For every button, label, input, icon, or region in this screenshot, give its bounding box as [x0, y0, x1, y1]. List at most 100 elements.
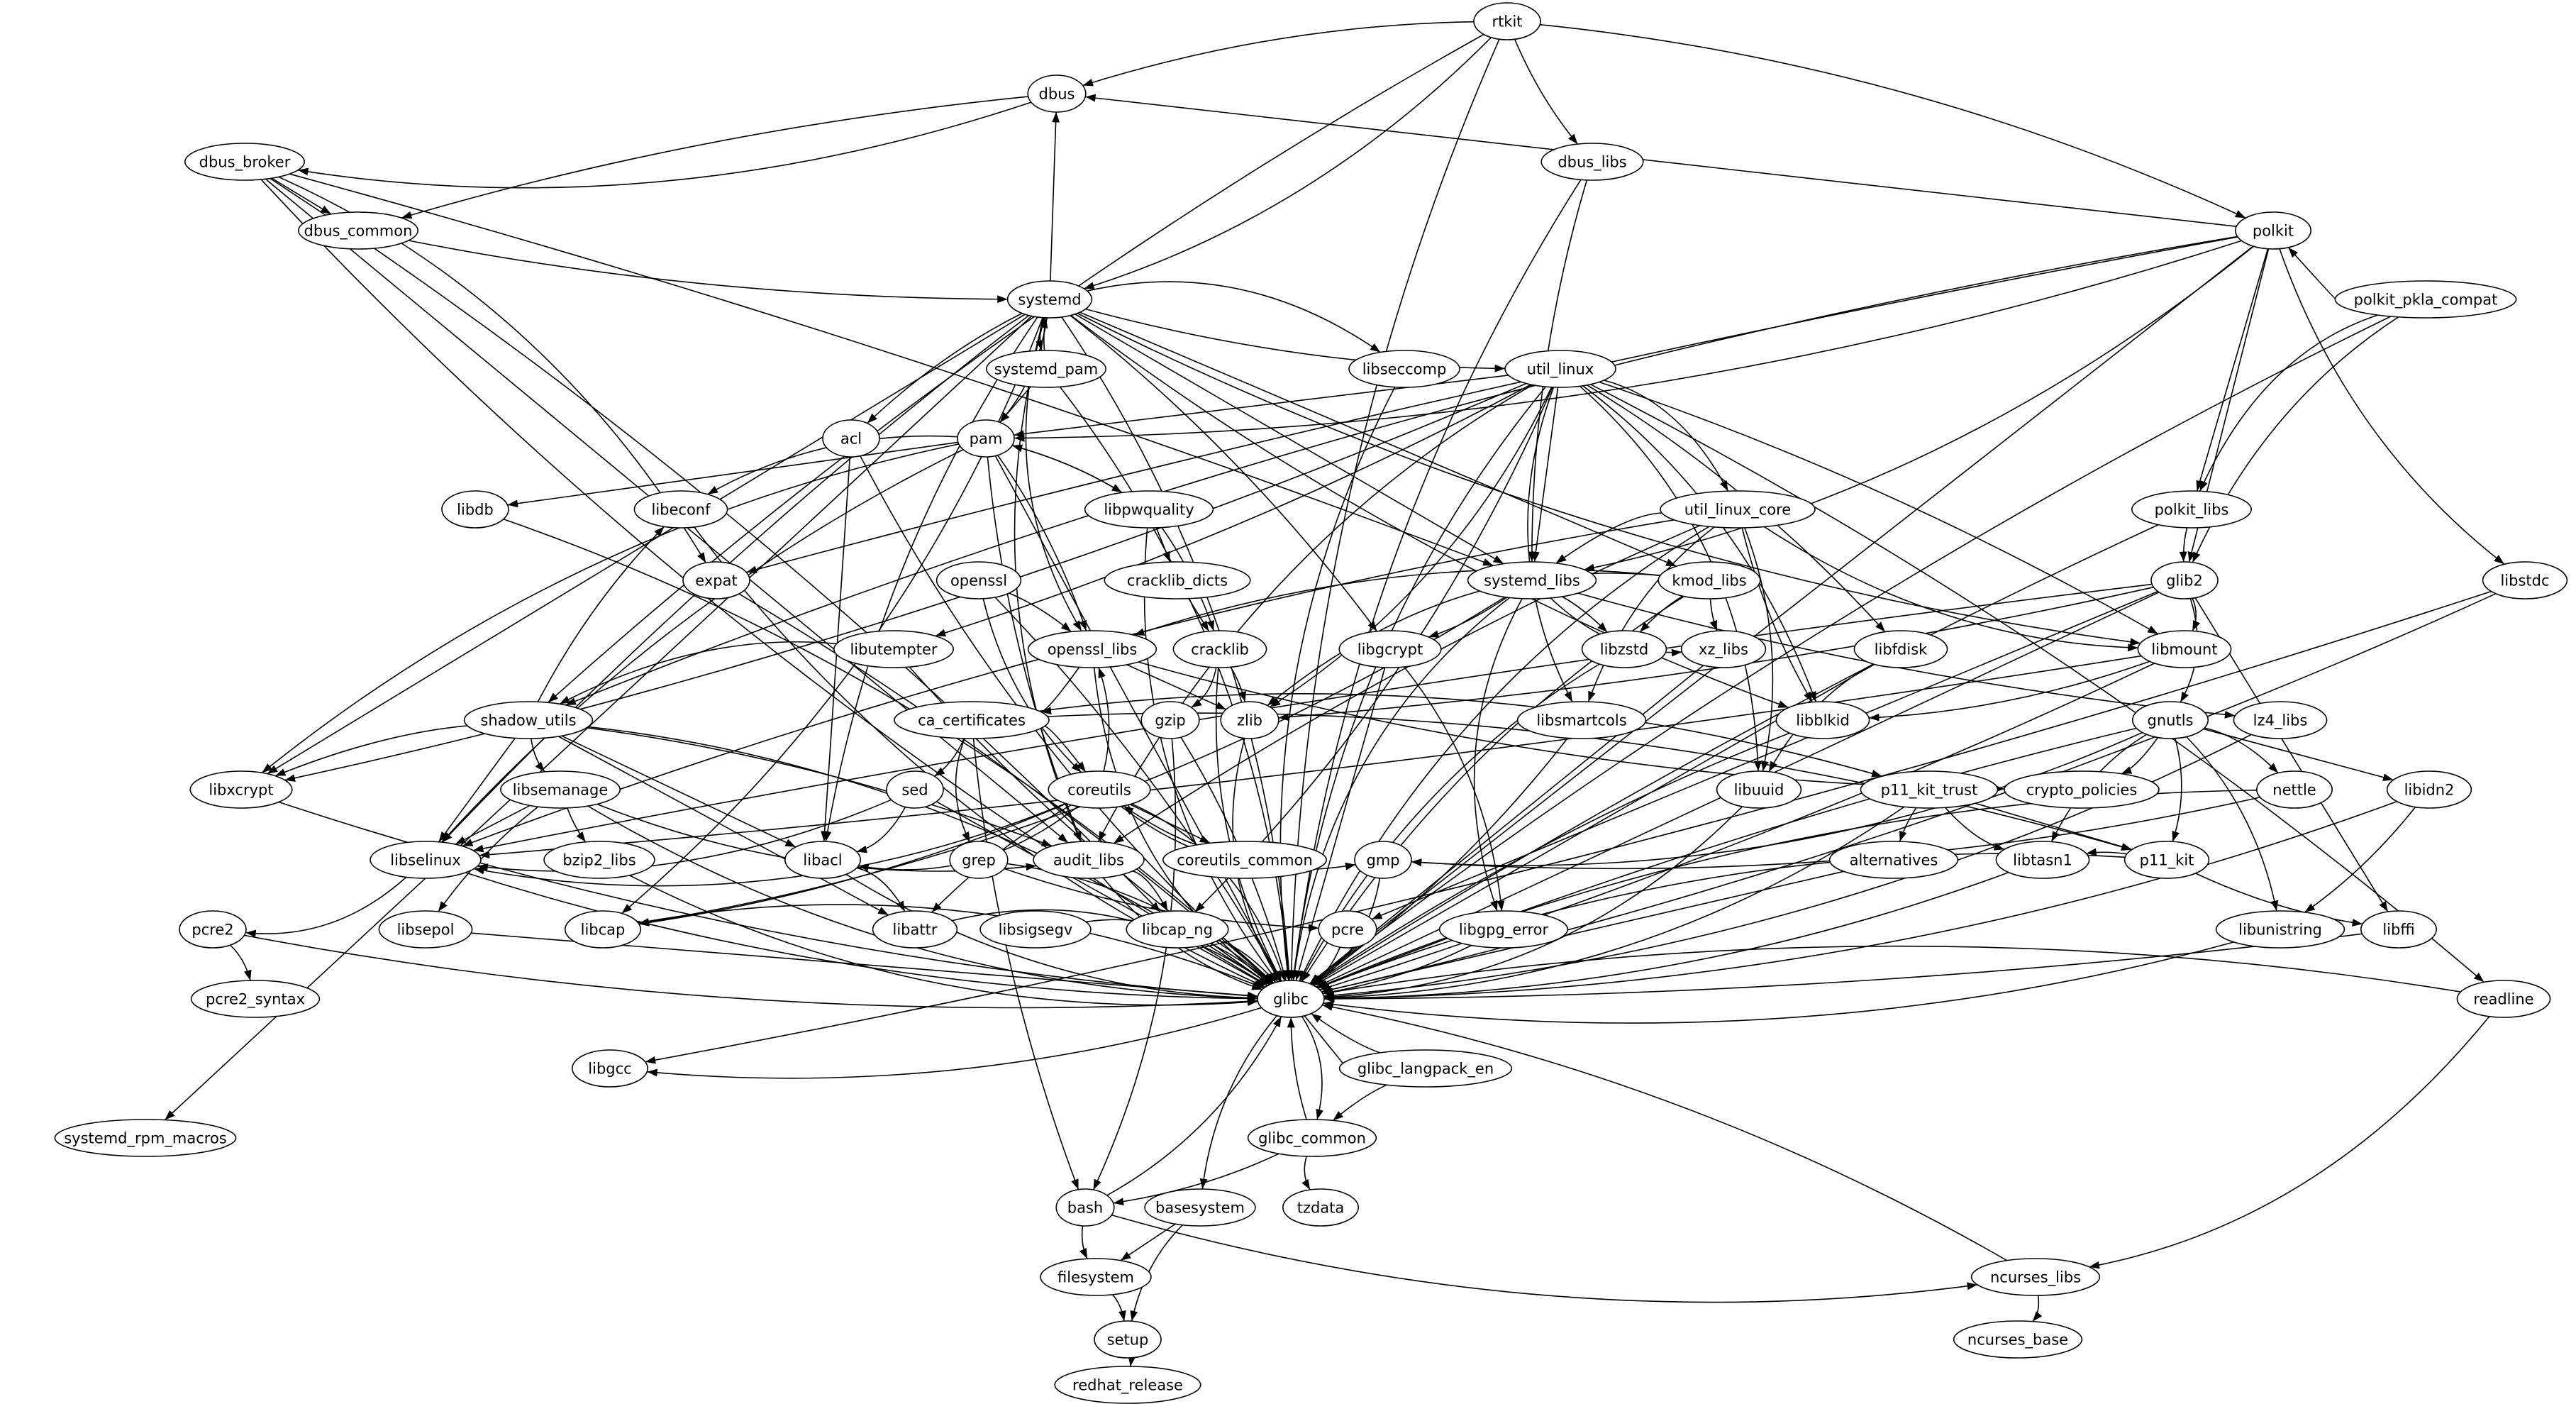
node-ellipse — [1338, 1049, 1513, 1088]
edge-cracklib_dicts-cracklib — [1188, 598, 1210, 632]
edge-libacl-libattr — [856, 867, 906, 912]
edge-readline-glibc — [1322, 945, 2461, 996]
node-xz_libs: xz_libs — [1680, 630, 1767, 668]
node-ellipse — [1006, 280, 1093, 319]
node-label: libattr — [893, 921, 938, 938]
node-ellipse — [1220, 701, 1279, 739]
node-audit_libs: audit_libs — [1033, 841, 1145, 879]
node-libblkid: libblkid — [1775, 701, 1870, 739]
edge-libmount-libselinux — [479, 655, 2142, 859]
edge-nettle-glibc — [1317, 790, 2257, 989]
node-ellipse — [979, 910, 1092, 949]
edge-libsemanage-libsepol — [438, 806, 539, 912]
node-ellipse — [1162, 841, 1328, 879]
node-label: pcre — [1331, 921, 1364, 938]
edge-systemd-acl — [867, 312, 1023, 424]
node-label: ncurses_base — [1967, 1331, 2068, 1349]
edge-libunistring-glibc — [1323, 941, 2234, 1024]
node-kmod_libs: kmod_libs — [1658, 561, 1761, 599]
node-gmp: gmp — [1354, 841, 1412, 879]
edge-polkit-glibc — [1309, 245, 2254, 985]
node-label: libsemanage — [513, 781, 609, 798]
node-label: polkit — [2253, 222, 2294, 239]
edge-pam-libselinux — [441, 448, 964, 843]
edge-coreutils-glibc — [1131, 803, 1286, 981]
node-ellipse — [179, 910, 247, 949]
node-label: ca_certificates — [918, 712, 1026, 729]
node-ellipse — [1054, 1366, 1201, 1404]
edge-dbus_common-systemd — [408, 240, 1008, 304]
node-label: cracklib — [1191, 641, 1249, 658]
edge-libutempter-shadow_utils — [559, 641, 837, 705]
node-label: lz4_libs — [2253, 712, 2308, 729]
node-ellipse — [1247, 1119, 1377, 1157]
node-ellipse — [1104, 561, 1251, 599]
edge-polkit_libs-glib2 — [2179, 527, 2188, 563]
node-basesystem: basesystem — [1144, 1188, 1256, 1227]
node-polkit_pkla_compat: polkit_pkla_compat — [2334, 280, 2517, 319]
node-label: libutempter — [850, 641, 937, 658]
edge-systemd-libseccomp — [1087, 281, 1381, 353]
node-libutempter: libutempter — [833, 630, 955, 668]
edge-systemd-systemd_libs — [1075, 314, 1504, 565]
node-libstdc: libstdc — [2482, 561, 2568, 599]
node-cracklib: cracklib — [1172, 630, 1267, 668]
node-label: libunistring — [2238, 921, 2322, 938]
node-libseccomp: libseccomp — [1348, 350, 1460, 388]
edge-util_linux-libmount — [1599, 381, 2158, 635]
node-label: setup — [1107, 1331, 1149, 1348]
edge-pcre-glibc — [1311, 946, 1341, 985]
node-libattr: libattr — [872, 910, 958, 949]
edge-libgpg_error-glibc — [1322, 944, 1472, 996]
edge-p11_kit_trust-glibc — [1323, 806, 1905, 1002]
node-libacl: libacl — [784, 841, 862, 879]
node-libselinux: libselinux — [370, 841, 482, 879]
edge-pam-libdb — [507, 441, 959, 508]
node-label: readline — [2473, 990, 2533, 1007]
edge-systemd-libxcrypt — [267, 314, 1026, 775]
node-label: libblkid — [1796, 712, 1850, 729]
node-ellipse — [1660, 490, 1816, 529]
edge-ca_certificates-coreutils — [1044, 725, 1087, 773]
edge-gnutls-glibc — [1317, 727, 2137, 989]
node-label: p11_kit — [2140, 851, 2194, 869]
edge-cracklib-gzip — [1191, 667, 1217, 708]
node-cracklib_dicts: cracklib_dicts — [1104, 561, 1251, 599]
node-ellipse — [2150, 561, 2219, 599]
edge-shadow_utils-libsemanage — [531, 738, 545, 773]
node-ellipse — [378, 910, 473, 949]
edge-ncurses_libs-ncurses_base — [2032, 1295, 2043, 1322]
node-ellipse — [2233, 701, 2328, 739]
edge-util_linux-libutempter — [935, 384, 1531, 637]
edge-openssl-coreutils — [982, 598, 1082, 773]
edge-coreutils_common-coreutils — [1123, 805, 1198, 846]
node-sed: sed — [886, 770, 944, 809]
node-ellipse — [1504, 350, 1616, 388]
node-tzdata: tzdata — [1282, 1188, 1360, 1227]
edge-libblkid-glibc — [1311, 732, 1790, 985]
node-label: crypto_policies — [2026, 781, 2138, 799]
node-coreutils_common: coreutils_common — [1162, 841, 1328, 879]
node-label: libdb — [457, 501, 494, 518]
node-label: shadow_utils — [480, 712, 576, 729]
edge-rtkit-glibc — [1287, 38, 1500, 981]
node-label: gmp — [1366, 851, 1399, 868]
edge-glib2-libselinux — [472, 583, 2153, 853]
node-libgcrypt: libgcrypt — [1338, 630, 1442, 668]
node-ellipse — [1084, 490, 1214, 529]
node-ellipse — [1126, 910, 1229, 949]
edge-systemd-libgcrypt — [1070, 315, 1378, 632]
edge-libselinux-glibc — [465, 872, 1258, 1002]
node-util_linux_core: util_linux_core — [1660, 490, 1816, 529]
node-pcre: pcre — [1318, 910, 1377, 949]
edge-libgcrypt-glibc — [1295, 667, 1386, 981]
edge-systemd-dbus — [1050, 111, 1060, 282]
node-label: libsigsegv — [999, 921, 1073, 938]
edge-shadow_utils-libeconf — [537, 526, 665, 702]
node-ellipse — [957, 419, 1015, 458]
node-coreutils: coreutils — [1048, 770, 1151, 809]
edge-p11_kit_trust-p11_kit — [1975, 802, 2133, 851]
node-p11_kit: p11_kit — [2123, 841, 2210, 879]
node-ellipse — [370, 841, 482, 879]
node-ellipse — [54, 1119, 237, 1157]
